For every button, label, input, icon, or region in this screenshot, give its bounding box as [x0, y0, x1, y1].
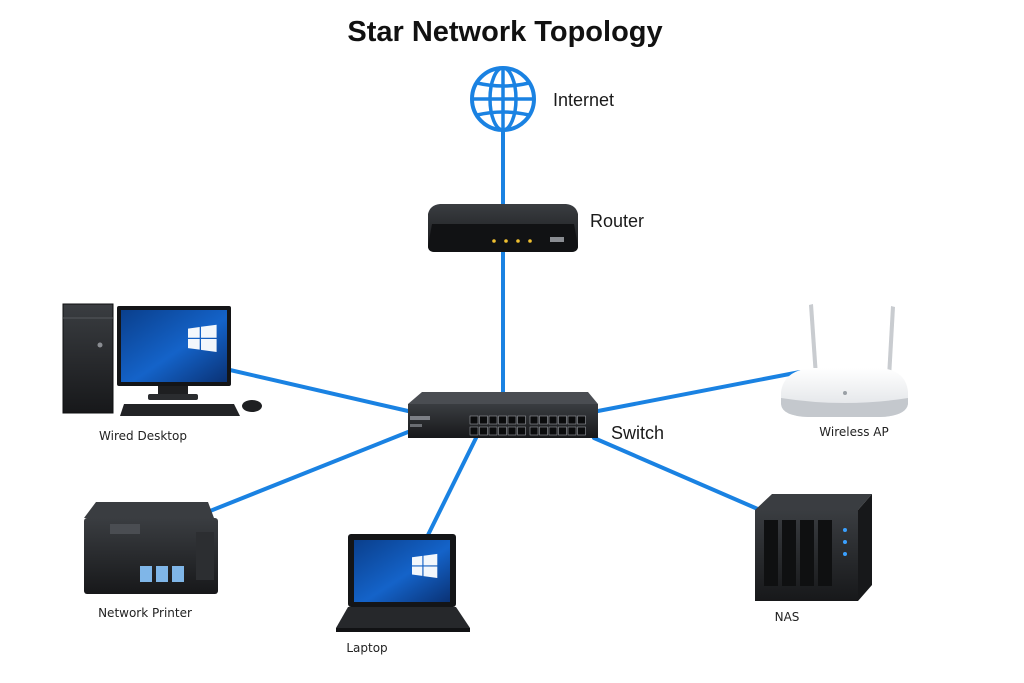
nas-label: NAS	[775, 610, 800, 624]
link-switch-nas	[592, 436, 762, 512]
switch-port	[479, 426, 488, 436]
wireless-access-point-icon	[781, 304, 908, 417]
diagram-title: Star Network Topology	[347, 16, 662, 48]
switch-port	[517, 415, 526, 425]
link-switch-printer	[198, 430, 410, 517]
switch-port	[469, 426, 479, 436]
link-switch-wireless-ap	[596, 370, 802, 413]
switch-port	[558, 415, 567, 425]
router-label: Router	[590, 211, 644, 231]
switch-port	[479, 415, 488, 425]
switch-port	[529, 415, 539, 425]
switch-port	[507, 415, 517, 425]
switch-port	[507, 426, 517, 436]
switch-port	[517, 426, 526, 436]
globe-icon	[470, 66, 536, 132]
switch-port	[498, 415, 507, 425]
wired-desktop-label: Wired Desktop	[99, 429, 187, 443]
link-switch-desktop	[228, 368, 410, 413]
switch-port	[488, 415, 498, 425]
switch-port	[539, 426, 548, 436]
wireless-ap-label: Wireless AP	[819, 425, 888, 439]
switch-port	[558, 426, 567, 436]
switch-port	[488, 426, 498, 436]
printer-icon	[0, 502, 218, 594]
switch-icon	[408, 392, 598, 438]
link-switch-laptop	[426, 436, 478, 537]
switch-label: Switch	[611, 423, 664, 443]
switch-port	[567, 415, 577, 425]
laptop-icon	[336, 534, 470, 632]
switch-port	[469, 415, 479, 425]
connection-links	[198, 128, 802, 537]
nas-icon	[755, 494, 872, 601]
router-icon	[428, 204, 578, 252]
switch-port	[577, 426, 586, 436]
switch-ports	[469, 415, 586, 436]
internet-label: Internet	[553, 90, 614, 110]
switch-port	[539, 415, 548, 425]
switch-port	[548, 426, 558, 436]
network-printer-label: Network Printer	[98, 606, 192, 620]
switch-port	[548, 415, 558, 425]
desktop-computer-icon	[62, 303, 262, 416]
switch-port	[577, 415, 586, 425]
switch-port	[567, 426, 577, 436]
switch-port	[529, 426, 539, 436]
laptop-label: Laptop	[346, 641, 387, 655]
switch-port	[498, 426, 507, 436]
